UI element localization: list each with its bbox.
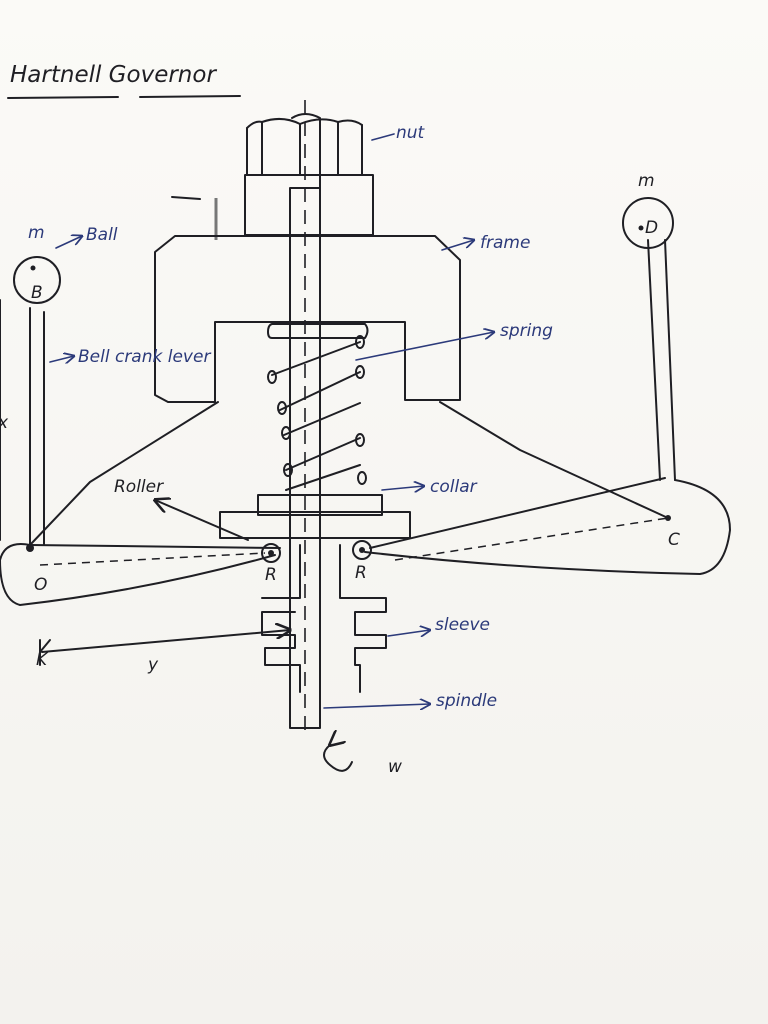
label-nut: nut	[396, 123, 426, 143]
right-roller	[352, 540, 372, 560]
label-point-r-left: R	[265, 565, 277, 585]
diagram-title: Hartnell Governor	[10, 62, 217, 88]
sleeve	[261, 544, 387, 693]
label-point-o: O	[34, 575, 47, 595]
label-point-d: D	[645, 218, 658, 238]
right-bell-crank-lever	[364, 239, 731, 575]
title-underline	[7, 95, 241, 99]
nut	[171, 118, 374, 240]
label-mass-right: m	[638, 171, 655, 191]
label-ball: Ball	[86, 225, 118, 245]
frame	[154, 235, 461, 403]
label-omega: w	[388, 757, 402, 777]
label-dim-y: y	[147, 655, 159, 675]
label-frame: frame	[480, 233, 530, 253]
label-dim-x: x	[0, 413, 9, 433]
collar-plate	[219, 511, 411, 539]
label-collar: collar	[430, 477, 478, 497]
label-point-c: C	[668, 530, 680, 550]
left-bell-crank-lever	[0, 307, 281, 606]
label-spring: spring	[500, 321, 553, 341]
label-point-r-right: R	[355, 563, 367, 583]
label-sleeve: sleeve	[435, 615, 490, 635]
label-spindle: spindle	[436, 691, 497, 711]
label-point-b: B	[31, 283, 43, 303]
spring	[267, 323, 369, 491]
label-mass-left: m	[28, 223, 45, 243]
right-ball	[622, 197, 674, 249]
left-roller	[261, 543, 281, 563]
label-bell-crank-lever: Bell crank lever	[78, 347, 211, 367]
left-ball	[13, 256, 61, 304]
label-roller: Roller	[114, 477, 164, 497]
label-point-k: K	[36, 650, 49, 670]
